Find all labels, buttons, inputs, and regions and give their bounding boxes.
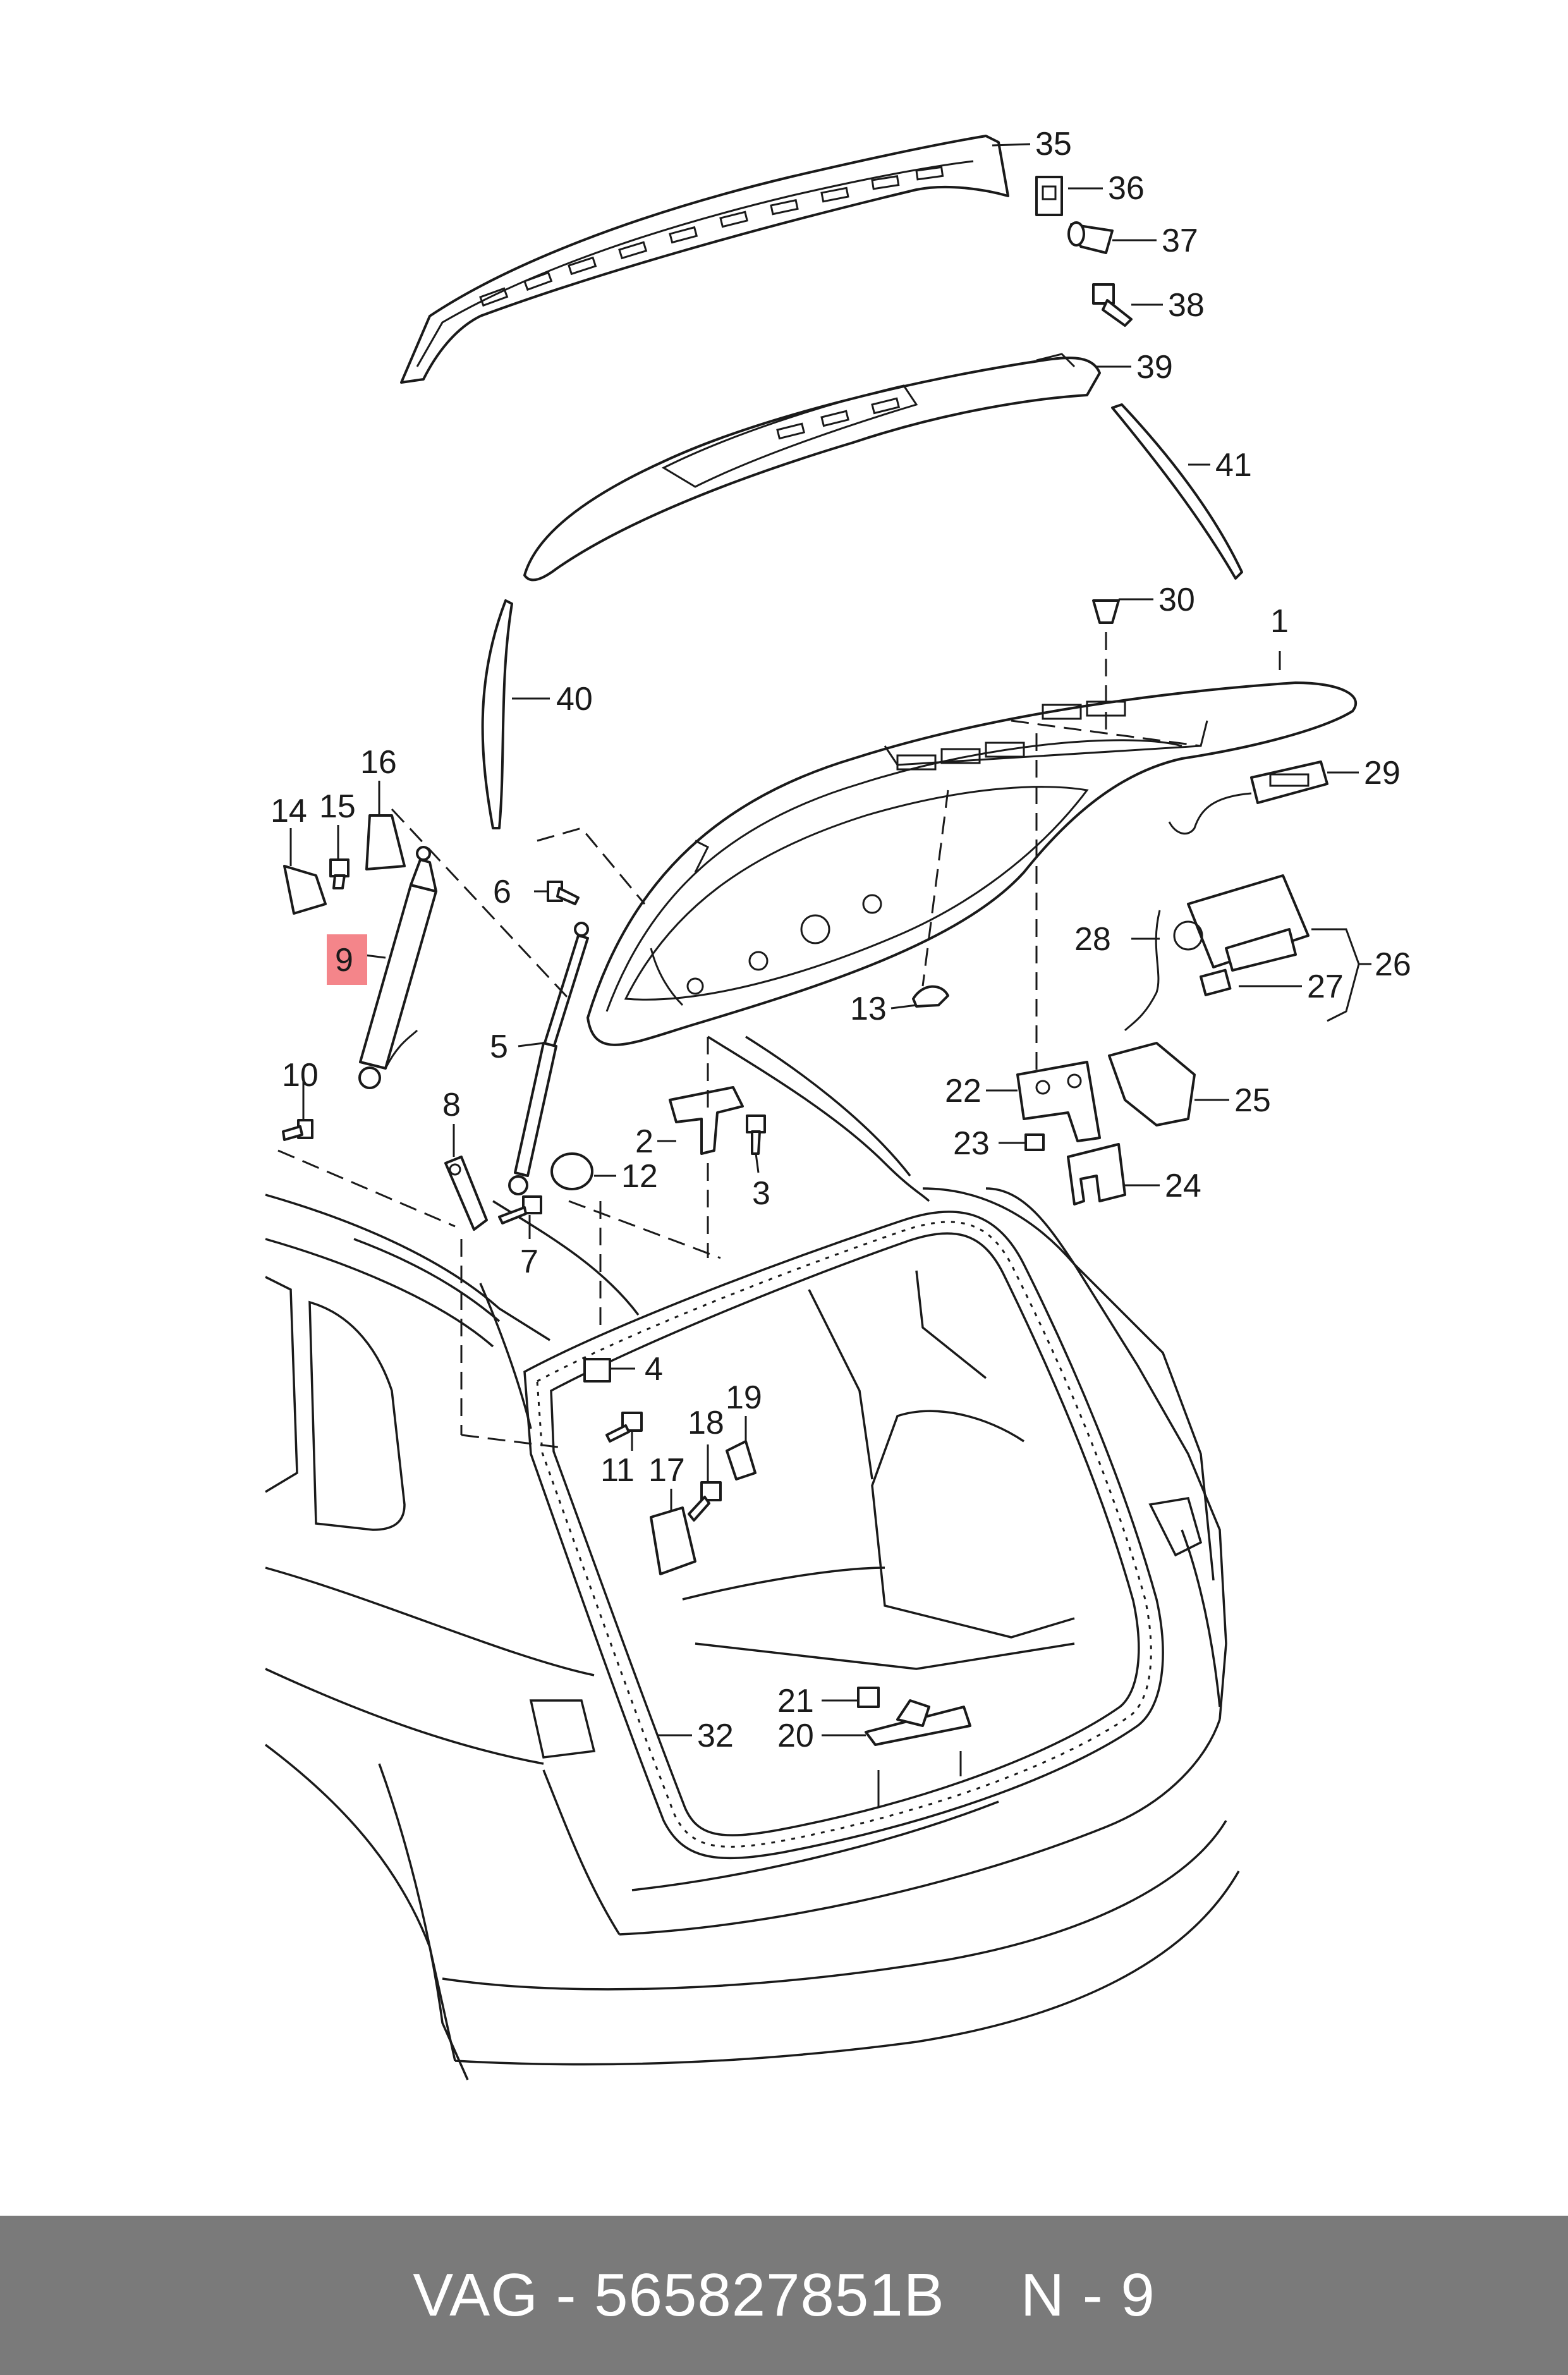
leader-lines — [289, 143, 1371, 1737]
callout-8: 8 — [442, 1087, 461, 1123]
callout-41: 41 — [1215, 447, 1252, 484]
nut-4 — [583, 1358, 611, 1383]
assembly-lines — [277, 632, 1201, 1449]
callout-24: 24 — [1165, 1168, 1201, 1204]
hinge-2 — [669, 1086, 744, 1155]
lock-bracket-22 — [1016, 1061, 1101, 1142]
handle-switch-29 — [1168, 760, 1328, 835]
tailgate-seal — [523, 1211, 1164, 1860]
bracket-8 — [444, 1156, 488, 1231]
callout-21: 21 — [777, 1683, 814, 1719]
callout-25: 25 — [1234, 1082, 1271, 1119]
bolt-10 — [282, 1119, 313, 1141]
callout-23: 23 — [953, 1125, 990, 1162]
buffer-17 — [650, 1506, 696, 1575]
bracket-16 — [365, 814, 406, 870]
bumper-13 — [912, 985, 949, 1008]
cap-12 — [550, 1152, 593, 1190]
callout-18: 18 — [688, 1405, 724, 1441]
callout-9: 9 — [335, 942, 353, 979]
callout-10: 10 — [282, 1057, 319, 1094]
callout-3: 3 — [752, 1175, 770, 1212]
callout-5: 5 — [490, 1029, 508, 1065]
bolt-18 — [688, 1481, 722, 1522]
trim-strip-40 — [481, 599, 513, 829]
callout-6: 6 — [493, 874, 511, 910]
bolt-11 — [605, 1412, 643, 1443]
part-number-footer: VAG - 565827851B N - 9 — [0, 2216, 1568, 2375]
callout-7: 7 — [520, 1243, 538, 1280]
callout-38: 38 — [1168, 287, 1205, 324]
callout-28: 28 — [1074, 921, 1111, 958]
cover-25 — [1108, 1042, 1196, 1126]
part-info: VAG - 565827851B — [413, 2261, 945, 2329]
callout-1: 1 — [1270, 603, 1289, 640]
callout-20: 20 — [777, 1718, 814, 1754]
striker-24 — [1067, 1143, 1126, 1206]
callout-32: 32 — [697, 1718, 734, 1754]
callout-17: 17 — [648, 1452, 685, 1489]
callout-30: 30 — [1158, 582, 1195, 618]
callout-9-highlight — [327, 934, 367, 985]
nut-23 — [1024, 1133, 1045, 1151]
callout-19: 19 — [726, 1379, 762, 1416]
part-36 — [1035, 176, 1063, 216]
callout-39: 39 — [1136, 349, 1173, 386]
callout-4: 4 — [645, 1351, 663, 1388]
bolt-3 — [746, 1114, 766, 1155]
callout-2: 2 — [635, 1123, 653, 1160]
callout-12: 12 — [621, 1158, 658, 1195]
clip-19 — [726, 1440, 757, 1481]
callout-22: 22 — [945, 1073, 982, 1109]
gas-strut-9 — [358, 846, 437, 1089]
callout-13: 13 — [850, 991, 887, 1027]
lock-motor-26 — [1173, 874, 1310, 996]
page-info: N - 9 — [1020, 2261, 1155, 2329]
gas-strut-5 — [508, 922, 589, 1195]
bolt-7 — [498, 1195, 542, 1224]
callout-14: 14 — [270, 793, 307, 829]
callout-40: 40 — [556, 681, 593, 717]
callout-35: 35 — [1035, 126, 1072, 162]
callout-26: 26 — [1375, 946, 1411, 983]
callout-36: 36 — [1108, 170, 1145, 207]
callout-labels: 35 36 37 38 39 41 40 30 1 29 26 27 28 22… — [270, 126, 1411, 1754]
spoiler-35 — [400, 135, 1009, 384]
callout-37: 37 — [1162, 223, 1198, 259]
clip-30 — [1092, 599, 1120, 624]
bolt-6 — [547, 881, 580, 905]
cable-28 — [1124, 910, 1161, 1032]
bolt-15 — [329, 858, 349, 889]
nut-21 — [857, 1687, 880, 1708]
callout-27: 27 — [1307, 968, 1344, 1005]
callout-15: 15 — [319, 788, 356, 825]
striker-plate-20 — [865, 1699, 971, 1808]
callout-16: 16 — [360, 744, 397, 781]
vehicle-rear-body — [264, 1035, 1240, 2080]
callout-29: 29 — [1364, 755, 1401, 791]
trim-panel-39 — [523, 353, 1101, 582]
tailgate-panel — [586, 681, 1358, 1046]
callout-11: 11 — [600, 1452, 635, 1489]
trim-strip-41 — [1111, 403, 1243, 580]
bolt-38 — [1092, 283, 1133, 327]
cover-14 — [283, 865, 327, 915]
tailgate-parts-diagram: 35 36 37 38 39 41 40 30 1 29 26 27 28 22… — [264, 126, 1411, 2080]
